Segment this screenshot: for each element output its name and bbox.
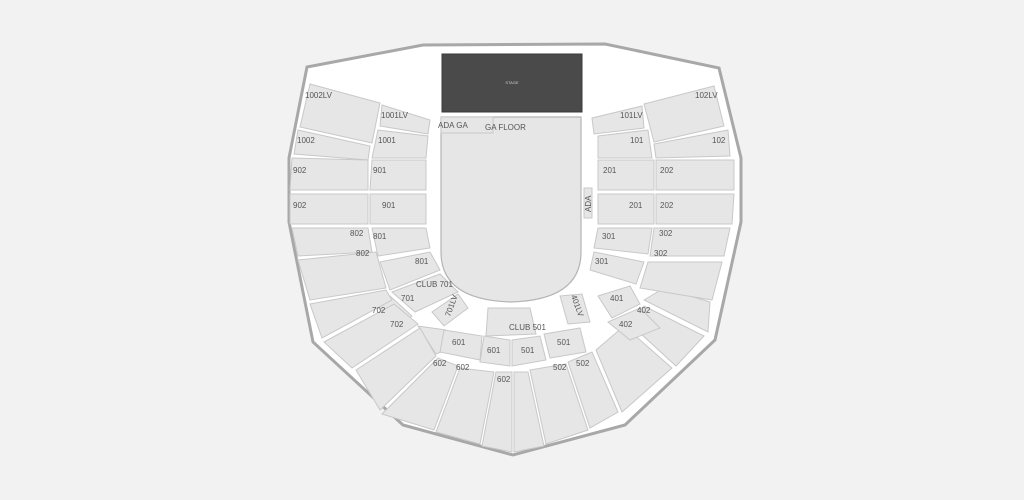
label-901-a: 901 [373, 166, 387, 175]
label-1002lv: 1002LV [305, 91, 333, 100]
label-502-a: 502 [553, 363, 567, 372]
ada-ga-label: ADA GA [438, 121, 468, 130]
section-102[interactable] [653, 129, 731, 159]
section-402-a[interactable] [595, 325, 673, 413]
label-502-b: 502 [576, 359, 590, 368]
section-501-a[interactable] [511, 335, 547, 367]
label-902-a: 902 [293, 166, 307, 175]
label-702-a: 702 [372, 306, 386, 315]
section-101[interactable] [597, 129, 653, 159]
section-201-b[interactable] [597, 159, 655, 191]
section-702-a[interactable] [309, 289, 393, 339]
section-602-c[interactable] [435, 367, 495, 445]
label-401: 401 [610, 294, 624, 303]
label-601-a: 601 [452, 338, 466, 347]
section-1002lv[interactable] [299, 83, 381, 144]
section-202-b[interactable] [655, 159, 735, 191]
section-502-b[interactable] [529, 363, 589, 445]
section-202-a[interactable] [655, 193, 735, 225]
label-302-a: 302 [659, 229, 673, 238]
label-702-b: 702 [390, 320, 404, 329]
section-club-701[interactable] [391, 273, 459, 313]
label-101: 101 [630, 136, 644, 145]
stage-label: STAGE [505, 80, 519, 85]
ga-floor-label: GA FLOOR [485, 123, 526, 132]
label-202-b: 202 [660, 201, 674, 210]
label-club-701: CLUB 701 [416, 280, 453, 289]
section-club-501[interactable] [485, 307, 537, 337]
section-101lv[interactable] [591, 105, 645, 135]
section-labels: 1002LV 1001LV 1002 1001 902 901 902 901 … [293, 91, 726, 384]
section-801-b[interactable] [379, 251, 441, 291]
section-501-b[interactable] [543, 327, 587, 359]
label-1001lv: 1001LV [381, 111, 409, 120]
section-301-a[interactable] [589, 251, 645, 285]
label-1002: 1002 [297, 136, 315, 145]
section-301-b[interactable] [593, 227, 653, 255]
section-401lv[interactable] [559, 293, 591, 325]
section-601-b[interactable] [479, 335, 511, 367]
label-202-a: 202 [660, 166, 674, 175]
label-801-a: 801 [373, 232, 387, 241]
section-302-b[interactable] [649, 227, 731, 257]
label-101lv: 101LV [620, 111, 643, 120]
section-102lv[interactable] [643, 85, 725, 143]
label-901-b: 901 [382, 201, 396, 210]
label-club-501: CLUB 501 [509, 323, 546, 332]
section-401[interactable] [597, 285, 641, 319]
stage [441, 53, 583, 113]
label-501-a: 501 [521, 346, 535, 355]
section-602-b[interactable] [381, 357, 459, 431]
label-602-c: 602 [497, 375, 511, 384]
label-201-a: 201 [603, 166, 617, 175]
label-802-a: 802 [350, 229, 364, 238]
label-102: 102 [712, 136, 726, 145]
label-602-b: 602 [456, 363, 470, 372]
section-702-b[interactable] [323, 303, 419, 369]
section-302-a[interactable] [639, 261, 723, 301]
ada-section[interactable] [583, 187, 593, 219]
section-1001lv[interactable] [379, 104, 431, 135]
section-902-b[interactable] [289, 193, 369, 225]
section-802-b[interactable] [297, 251, 387, 301]
section-902-a[interactable] [289, 157, 369, 191]
label-701: 701 [401, 294, 415, 303]
section-1001[interactable] [371, 129, 429, 159]
section-901-b[interactable] [369, 193, 427, 225]
label-902-b: 902 [293, 201, 307, 210]
label-301-b: 301 [595, 257, 609, 266]
label-102lv: 102LV [695, 91, 718, 100]
label-1001: 1001 [378, 136, 396, 145]
label-302-b: 302 [654, 249, 668, 258]
section-901-a[interactable] [369, 159, 427, 191]
label-601-b: 601 [487, 346, 501, 355]
label-802-b: 802 [356, 249, 370, 258]
section-502-a[interactable] [513, 371, 545, 453]
section-201-a[interactable] [597, 193, 655, 225]
label-402-b: 402 [619, 320, 633, 329]
section-602-d[interactable] [481, 371, 513, 453]
section-801-a[interactable] [371, 227, 431, 257]
label-301-a: 301 [602, 232, 616, 241]
ada-label: ADA [584, 195, 593, 212]
section-602-a[interactable] [355, 327, 437, 411]
label-801-b: 801 [415, 257, 429, 266]
section-402-d[interactable] [642, 287, 711, 333]
section-701lv[interactable] [431, 293, 469, 327]
ga-floor[interactable] [440, 116, 582, 303]
section-502-c[interactable] [567, 351, 619, 429]
label-501-b: 501 [557, 338, 571, 347]
label-402-a: 402 [637, 306, 651, 315]
label-602-a: 602 [433, 359, 447, 368]
section-402-c[interactable] [607, 307, 661, 341]
ada-ga-section[interactable] [440, 116, 494, 134]
label-201-b: 201 [629, 201, 643, 210]
